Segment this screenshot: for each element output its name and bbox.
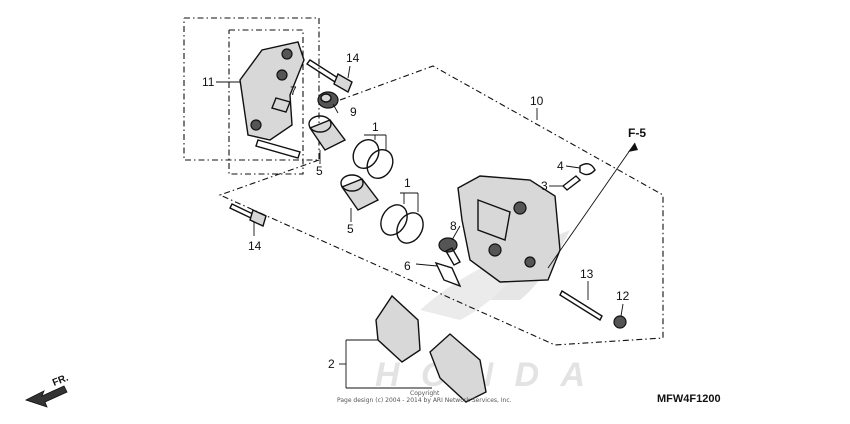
callout-7: 7 [290, 84, 297, 98]
bracket-retainer [271, 97, 291, 113]
pin-boot [317, 91, 339, 109]
piston-lower [340, 174, 380, 211]
bleeder-cap [579, 163, 596, 176]
callout-5-lower: 5 [347, 222, 354, 236]
front-direction-arrow: FR. [24, 372, 70, 408]
pad-pin-plug [438, 237, 461, 266]
copyright-line-2: Page design (c) 2004 - 2014 by ARI Netwo… [337, 397, 512, 404]
callout-14-lower: 14 [248, 239, 262, 253]
callout-1-lower: 1 [404, 176, 411, 190]
bracket-inner-box [228, 29, 304, 175]
reference-arrow: F-5 [547, 126, 646, 269]
reference-label: F-5 [628, 126, 646, 140]
bleeder-screw [561, 175, 582, 191]
callout-10: 10 [530, 94, 544, 108]
callouts: 11 14 7 9 10 1 5 4 3 1 8 5 14 6 13 12 2 [202, 51, 630, 371]
pad-pin [559, 289, 603, 322]
piston-seals-lower [380, 204, 424, 244]
piston-seals-upper [352, 138, 394, 180]
callout-14-upper: 14 [346, 51, 360, 65]
brake-pad-set [375, 294, 487, 403]
piston-upper [308, 115, 347, 151]
mounting-bolt-lower [229, 203, 267, 227]
callout-12: 12 [616, 289, 630, 303]
callout-13: 13 [580, 267, 594, 281]
front-label: FR. [51, 372, 70, 388]
callout-8: 8 [450, 219, 457, 233]
leader-lines [216, 65, 624, 389]
bracket-group-box [183, 17, 320, 161]
callout-4: 4 [557, 159, 564, 173]
caliper-group-box [218, 65, 664, 346]
callout-11: 11 [202, 75, 215, 89]
mounting-bolt-upper [305, 59, 353, 94]
caliper-body [457, 175, 561, 283]
diagram-code: MFW4F1200 [657, 393, 721, 405]
pad-spring [434, 261, 462, 288]
pad-pin-nut [613, 315, 627, 329]
copyright-line-1: Copyright [410, 390, 440, 397]
callout-6: 6 [404, 259, 411, 273]
callout-3: 3 [541, 179, 548, 193]
callout-9: 9 [350, 105, 357, 119]
caliper-bracket [239, 41, 305, 159]
callout-5-upper: 5 [316, 164, 323, 178]
callout-1-upper: 1 [372, 120, 379, 134]
callout-2: 2 [328, 357, 335, 371]
